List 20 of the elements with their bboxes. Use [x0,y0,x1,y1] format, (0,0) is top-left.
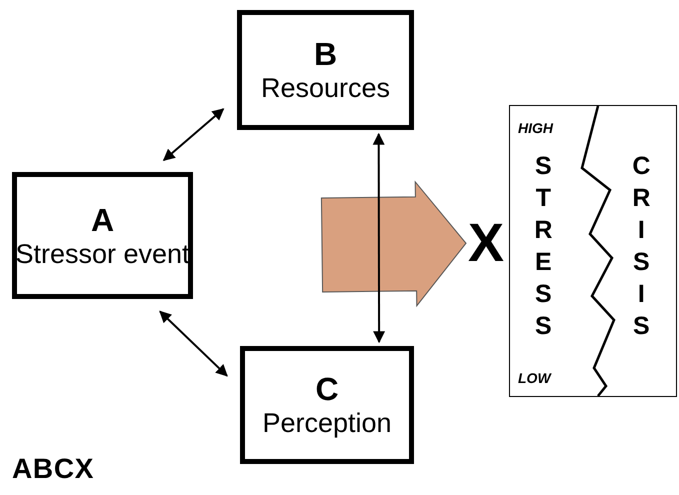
double-arrow [159,310,228,377]
diagram-label: ABCX [12,452,94,486]
process-box [240,346,414,464]
vertical-word: STRESS [534,151,553,342]
box-letter: B [314,36,338,72]
process-box [12,172,193,299]
block-arrow [320,180,467,308]
box-letter: A [90,202,114,238]
level-label: HIGH [518,119,553,138]
box-letter: C [315,371,339,407]
box-label: Perception [262,407,392,439]
stress-crisis-panel [509,105,677,397]
vertical-word: CRISIS [632,151,651,342]
x-letter: X [466,217,506,269]
level-label: LOW [518,369,551,388]
double-arrow [372,132,386,344]
box-label: Resources [260,72,390,104]
double-arrow [162,108,224,162]
process-box [237,10,414,130]
box-label: Stressor event [15,238,190,270]
